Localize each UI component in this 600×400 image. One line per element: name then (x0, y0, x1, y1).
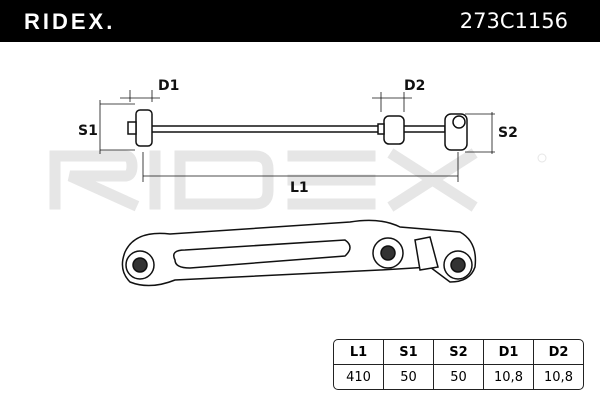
label-s1: S1 (78, 123, 98, 139)
value-cell: 10,8 (484, 365, 534, 389)
side-view (99, 90, 495, 182)
header-cell: S2 (434, 340, 484, 365)
header-cell: L1 (334, 340, 384, 365)
spec-table: L1 S1 S2 D1 D2 410 50 50 10,8 10,8 (333, 339, 584, 390)
part-number: 273C1156 (459, 9, 568, 33)
brand-logo: RIDEX. (24, 9, 116, 34)
watermark-logo (49, 148, 547, 212)
table-header-row: L1 S1 S2 D1 D2 (334, 340, 583, 365)
label-l1: L1 (290, 180, 309, 196)
header-bar: RIDEX. 273C1156 (0, 0, 600, 42)
top-view (121, 219, 477, 287)
value-cell: 50 (384, 365, 434, 389)
label-d2: D2 (404, 78, 426, 94)
header-cell: D1 (484, 340, 534, 365)
label-d1: D1 (158, 78, 180, 94)
header-cell: S1 (384, 340, 434, 365)
control-arm-drawing (49, 90, 547, 287)
header-cell: D2 (534, 340, 583, 365)
value-cell: 50 (434, 365, 484, 389)
label-s2: S2 (498, 125, 518, 141)
value-cell: 410 (334, 365, 384, 389)
value-cell: 10,8 (544, 369, 573, 385)
table-row: 410 50 50 10,8 10,8 (334, 365, 583, 389)
